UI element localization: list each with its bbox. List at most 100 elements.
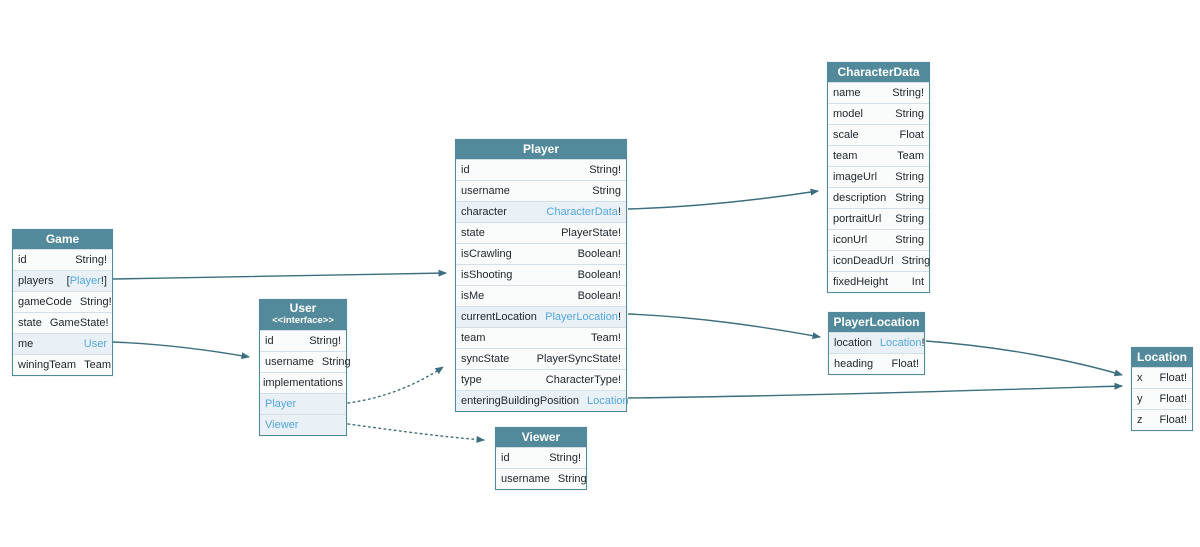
field-type: PlayerLocation!	[545, 311, 621, 323]
field-name: state	[18, 317, 42, 329]
node-header-location[interactable]: Location	[1132, 348, 1192, 367]
field-type: String!	[309, 335, 341, 347]
field-row-game-players[interactable]: players[Player!]	[13, 270, 112, 291]
field-name: team	[833, 150, 858, 162]
field-type: Boolean!	[578, 248, 621, 260]
field-row-characterdata-imageUrl: imageUrl String	[828, 166, 929, 187]
field-type: Float!	[1159, 372, 1187, 384]
type-text: GameState!	[49, 317, 109, 329]
field-name: location	[834, 337, 872, 349]
node-header-user[interactable]: User<<interface>>	[260, 300, 346, 330]
type-text: Team	[897, 150, 924, 162]
field-type: CharacterType!	[546, 374, 621, 386]
field-row-playerlocation-location[interactable]: location Location!	[829, 332, 925, 353]
type-text: !	[617, 311, 621, 323]
node-title: Game	[45, 232, 80, 246]
field-row-player-enteringBuildingPosition[interactable]: enteringBuildingPosition Location	[456, 390, 629, 411]
field-type: Location	[587, 395, 629, 407]
field-name: implementations	[262, 377, 344, 389]
type-text: PlayerSyncState!	[536, 353, 621, 365]
field-name: enteringBuildingPosition	[461, 395, 580, 407]
type-text: String!	[309, 335, 341, 347]
type-link[interactable]: Player	[69, 275, 101, 287]
field-type: String!	[892, 87, 924, 99]
field-row-characterdata-team: team Team	[828, 145, 929, 166]
field-row-user-implementations: implementations	[260, 372, 346, 393]
node-header-characterdata[interactable]: CharacterData	[828, 63, 929, 82]
field-name: id	[265, 335, 274, 347]
node-header-viewer[interactable]: Viewer	[496, 428, 586, 447]
type-text: String	[592, 185, 621, 197]
field-row-game-state: state GameState!	[13, 312, 112, 333]
field-type: PlayerState!	[561, 227, 621, 239]
edge-game-me-to-user	[112, 341, 250, 360]
field-row-game-winingTeam: winingTeam Team	[13, 354, 112, 375]
implementation-link[interactable]: Player	[265, 398, 297, 410]
node-header-player[interactable]: Player	[456, 140, 626, 159]
field-name: id	[501, 452, 510, 464]
type-link[interactable]: Location	[587, 395, 629, 407]
type-text: Team	[84, 359, 111, 371]
type-link[interactable]: PlayerLocation	[545, 311, 618, 323]
field-name: iconUrl	[833, 234, 868, 246]
field-row-player-character[interactable]: character CharacterData!	[456, 201, 626, 222]
field-type: Team	[84, 359, 111, 371]
node-subtitle: <<interface>>	[272, 315, 334, 326]
edge-player-currentlocation-to-playerlocation	[627, 313, 821, 340]
field-row-user-id: id String!	[260, 330, 346, 351]
field-type: String	[322, 356, 351, 368]
field-type: String	[895, 171, 924, 183]
type-text: String	[557, 473, 587, 485]
type-text: !]	[100, 275, 107, 287]
field-type: User	[84, 338, 107, 350]
node-title: CharacterData	[837, 65, 920, 79]
field-row-user-Player[interactable]: Player	[260, 393, 346, 414]
type-link[interactable]: CharacterData	[546, 206, 618, 218]
type-text: Float!	[891, 358, 919, 370]
type-text: !	[921, 337, 925, 349]
field-type: String!	[589, 164, 621, 176]
field-name: character	[461, 206, 507, 218]
node-header-playerlocation[interactable]: PlayerLocation	[829, 313, 924, 332]
field-name: isCrawling	[461, 248, 512, 260]
field-name: heading	[834, 358, 874, 370]
field-type: PlayerSyncState!	[537, 353, 621, 365]
field-name: imageUrl	[833, 171, 878, 183]
type-link[interactable]: Location	[879, 337, 922, 349]
field-name: winingTeam	[18, 359, 77, 371]
type-text: String	[895, 108, 924, 120]
type-link[interactable]: User	[83, 338, 107, 350]
field-row-user-Viewer[interactable]: Viewer	[260, 414, 346, 435]
field-name: y	[1137, 393, 1143, 405]
field-name: username	[265, 356, 314, 368]
node-header-game[interactable]: Game	[13, 230, 112, 249]
type-node-user: User<<interface>> id String! username String…	[259, 299, 351, 436]
field-name: isShooting	[461, 269, 513, 281]
field-name: id	[461, 164, 470, 176]
node-title: User	[289, 301, 317, 315]
field-type: CharacterData!	[546, 206, 621, 218]
field-row-player-id: id String!	[456, 159, 626, 180]
field-type: String!	[80, 296, 112, 308]
type-text: String	[321, 356, 351, 368]
implementation-link[interactable]: Viewer	[265, 419, 299, 431]
type-text: String!	[549, 452, 581, 464]
field-type: String	[902, 255, 931, 267]
